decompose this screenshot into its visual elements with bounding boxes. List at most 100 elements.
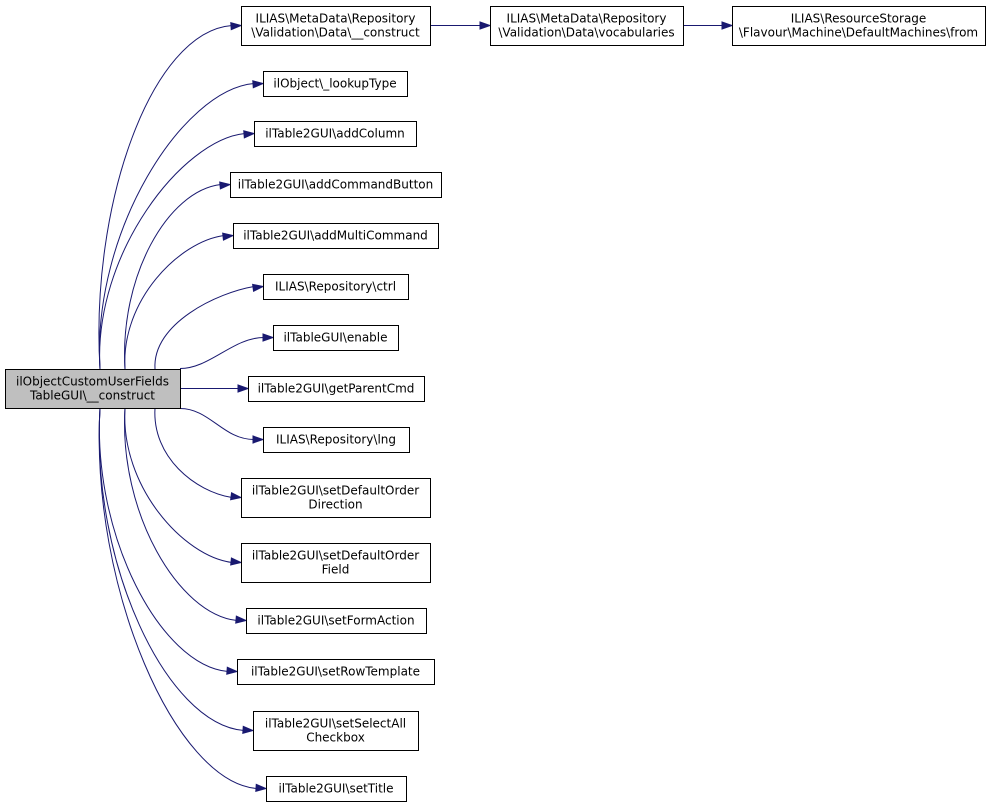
edge-line [98,407,258,789]
edge-arrowhead [479,21,492,30]
node-lookup[interactable]: ilObject\_lookupType [263,71,408,97]
node-box [241,478,431,518]
node-addcol[interactable]: ilTable2GUI\addColumn [254,121,417,147]
edge-root-settitle [98,407,268,792]
node-box [253,711,419,751]
node-root[interactable]: ilObjectCustomUserFieldsTableGUI\__const… [5,369,181,409]
node-setform[interactable]: ilTable2GUI\setFormAction [246,608,427,634]
edge-arrowhead [230,22,243,31]
node-box [263,274,409,300]
edge-arrowhead [219,181,232,190]
edge-arrowhead [230,491,243,501]
edge-root-sodir [154,407,243,501]
node-mdvocab[interactable]: ILIAS\MetaData\Repository\Validation\Dat… [490,6,684,46]
node-label: ilObject\_lookupType [273,77,396,91]
edge-root-lookup [98,80,265,370]
edge-mdcons-mdvocab [430,21,492,30]
node-label: ilTable2GUI\setRowTemplate [251,665,420,679]
node-box [248,376,425,402]
edge-line [98,407,229,672]
node-label: Field [322,563,350,577]
node-getpar[interactable]: ilTable2GUI\getParentCmd [248,376,425,402]
edge-arrowhead [255,783,268,792]
edge-line [154,286,255,370]
node-box [5,369,181,409]
node-label: \Validation\Data\__construct [251,26,420,40]
node-rsfrom[interactable]: ILIAS\ResourceStorage\Flavour\Machine\De… [732,6,986,46]
edge-root-mdcons [98,22,243,370]
edge-arrowhead [721,21,734,30]
node-box [230,172,442,198]
node-label: ILIAS\Repository\ctrl [275,280,396,294]
edge-line [124,235,225,370]
edge-root-sofld [124,407,243,566]
node-label: ilTable2GUI\setSelectAll [265,717,406,731]
edge-arrowhead [222,232,235,241]
node-label: ilTableGUI\enable [283,331,387,345]
node-label: ILIAS\ResourceStorage [791,12,927,26]
edge-root-addcmd [124,181,232,370]
node-box [233,223,439,249]
edge-mdvocab-rsfrom [683,21,734,30]
node-label: ilTable2GUI\getParentCmd [258,382,415,396]
edge-line [124,184,222,370]
node-mdcons[interactable]: ILIAS\MetaData\Repository\Validation\Dat… [241,6,431,46]
node-label: ilObjectCustomUserFields [16,375,169,389]
edge-root-getpar [180,384,250,393]
node-box [732,6,986,46]
node-label: \Validation\Data\vocabularies [498,26,674,40]
edge-line [124,407,238,621]
node-box [237,659,435,685]
edge-root-lng [179,408,265,444]
node-box [273,325,399,351]
node-box [263,427,410,453]
edge-line [154,407,233,498]
edge-line [98,407,245,731]
node-box [241,6,431,46]
node-label: ilTable2GUI\setTitle [278,782,393,796]
edge-line [124,407,233,563]
edge-root-setrow [98,407,239,675]
edge-arrowhead [252,283,265,293]
node-label: ilTable2GUI\addCommandButton [238,178,433,192]
edge-arrowhead [235,615,248,624]
node-box [241,543,431,583]
edge-root-ctrl [154,283,265,370]
node-lng[interactable]: ILIAS\Repository\lng [263,427,410,453]
node-label: \Flavour\Machine\DefaultMachines\from [739,26,978,40]
node-label: ilTable2GUI\setDefaultOrder [252,549,419,563]
node-box [254,121,417,147]
node-enable[interactable]: ilTableGUI\enable [273,325,399,351]
node-addcmd[interactable]: ilTable2GUI\addCommandButton [230,172,442,198]
node-label: TableGUI\__construct [29,389,155,403]
node-label: ILIAS\MetaData\Repository [507,12,667,26]
node-label: ilTable2GUI\setDefaultOrder [252,484,419,498]
node-settitle[interactable]: ilTable2GUI\setTitle [266,776,407,802]
node-label: Checkbox [306,731,365,745]
node-box [490,6,684,46]
node-label: ilTable2GUI\addMultiCommand [243,229,428,243]
edge-root-addmulti [124,232,235,370]
edge-root-enable [179,333,275,369]
edge-line [98,25,233,370]
edge-arrowhead [242,725,255,734]
node-ctrl[interactable]: ILIAS\Repository\ctrl [263,274,409,300]
node-setrow[interactable]: ilTable2GUI\setRowTemplate [237,659,435,685]
node-label: ilTable2GUI\addColumn [265,127,405,141]
node-box [263,71,408,97]
node-label: Direction [308,498,362,512]
edge-arrowhead [252,80,265,89]
node-label: ILIAS\MetaData\Repository [256,12,416,26]
node-addmulti[interactable]: ilTable2GUI\addMultiCommand [233,223,439,249]
node-label: ILIAS\Repository\lng [276,433,396,447]
edge-line [179,337,265,369]
edge-root-addcol [99,130,256,370]
edge-arrowhead [237,384,250,393]
edge-line [179,408,255,440]
node-layer: ilObjectCustomUserFieldsTableGUI\__const… [5,6,986,802]
edge-arrowhead [262,333,275,342]
